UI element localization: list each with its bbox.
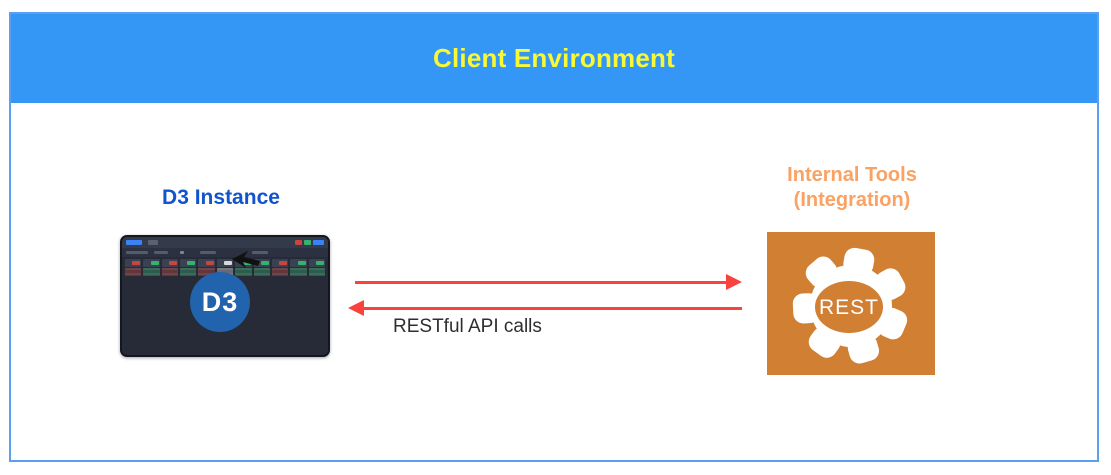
titlebar-menu-chip [148, 240, 158, 245]
rest-gear-box: REST [767, 232, 935, 375]
dashboard-column [290, 259, 307, 276]
toolbar-chip [180, 251, 184, 254]
response-arrow-line [363, 307, 742, 310]
toolbar-chip [200, 251, 216, 254]
titlebar-status-red [295, 240, 302, 245]
request-arrow-head [726, 274, 742, 290]
rest-gear-icon: REST [792, 247, 908, 364]
dashboard-column [161, 259, 179, 276]
response-arrow-head [348, 300, 364, 316]
internal-tools-label-line2: (Integration) [793, 189, 911, 211]
d3-logo-text: D3 [201, 286, 239, 317]
dashboard-column [180, 259, 197, 276]
titlebar-logo-chip [126, 240, 142, 245]
restful-api-calls-label: RESTful API calls [393, 316, 542, 337]
header-title: Client Environment [433, 43, 675, 73]
dashboard-column [143, 259, 160, 276]
toolbar-chip [154, 251, 168, 254]
dashboard-column [271, 259, 289, 276]
dashboard-titlebar [122, 237, 328, 248]
dashboard-column [308, 259, 325, 276]
toolbar-chip [252, 251, 268, 254]
dashboard-toolbar [122, 248, 328, 257]
titlebar-status-green [304, 240, 311, 245]
dashboard-column [125, 259, 142, 276]
titlebar-status-blue [313, 240, 324, 245]
cursor-icon [232, 251, 260, 268]
request-arrow-line [355, 281, 728, 284]
dashboard-column [253, 259, 270, 276]
rest-gear-label: REST [819, 296, 879, 319]
d3-instance-label: D3 Instance [162, 186, 280, 209]
d3-logo: D3 [190, 272, 250, 332]
internal-tools-label: Internal Tools (Integration) [757, 163, 947, 213]
toolbar-chip [126, 251, 148, 254]
client-environment-header: Client Environment [11, 14, 1097, 103]
internal-tools-label-line1: Internal Tools [787, 164, 917, 186]
dashboard-column [198, 259, 215, 276]
